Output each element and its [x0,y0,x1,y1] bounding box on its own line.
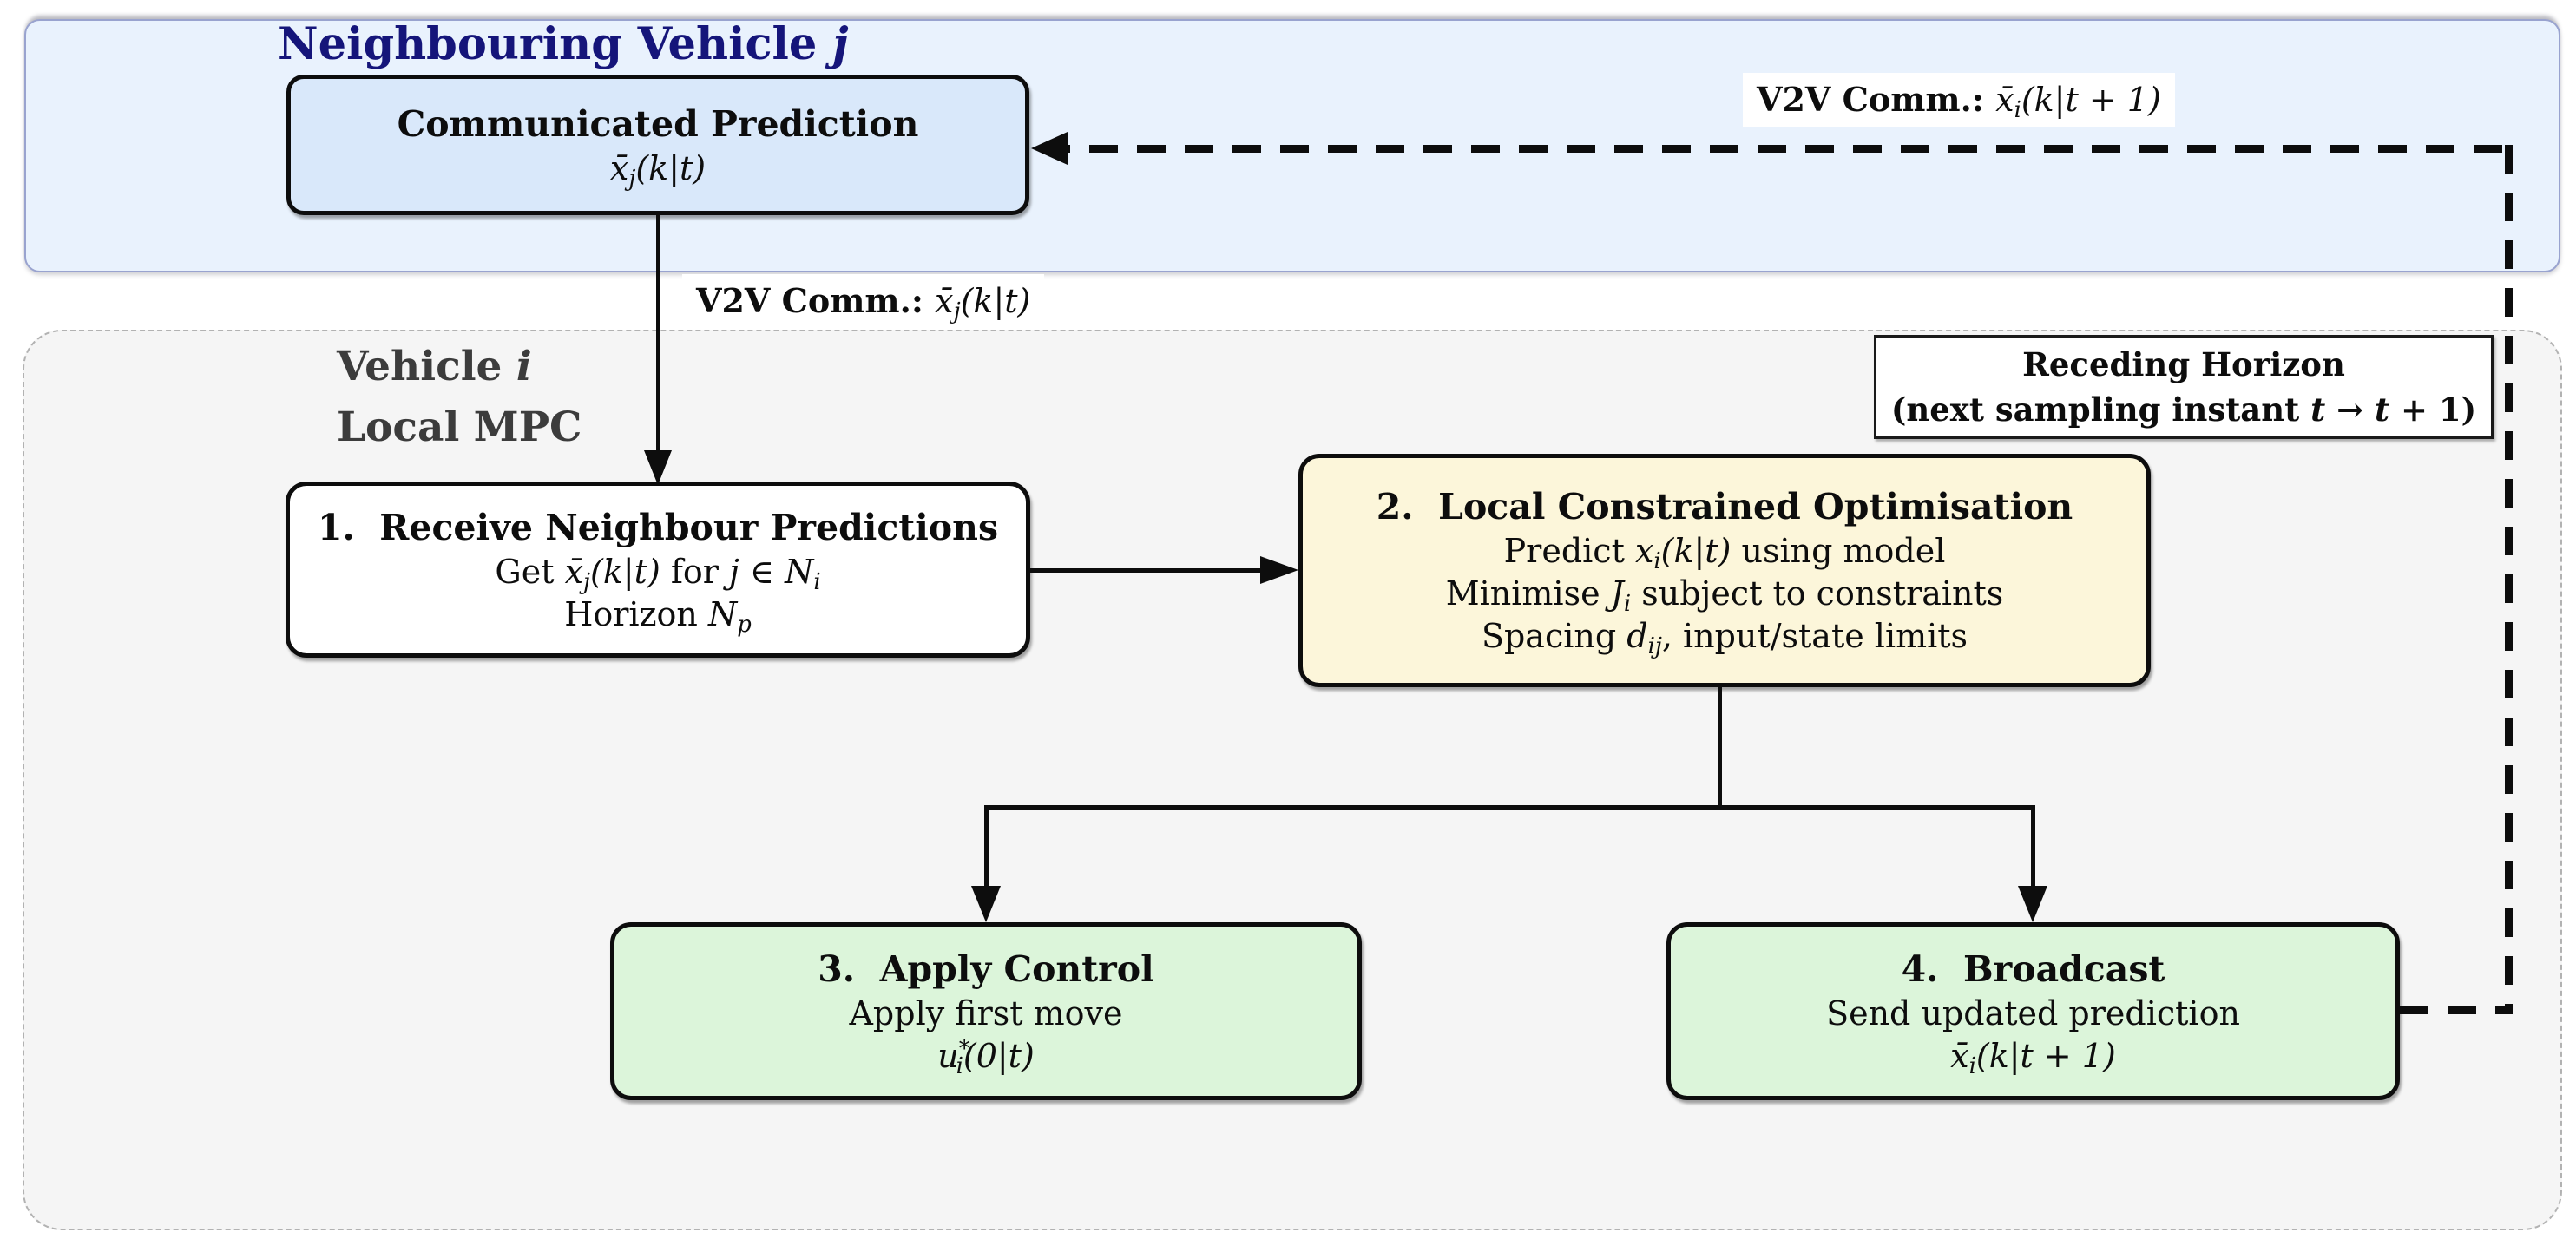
neighbour-region-title: Neighbouring Vehicle j [278,18,849,70]
connector-branch-horizontal [984,805,2035,810]
step3-line1: Apply first move [849,993,1123,1032]
step1-receive-predictions-box: 1. Receive Neighbour Predictions Get x̄j… [286,482,1030,658]
receding-horizon-note: Receding Horizon (next sampling instant … [1874,335,2494,439]
arrow-dashed-to-commpred-head [1031,132,1068,165]
receding-horizon-line1: Receding Horizon [2022,345,2345,383]
dashed-feedback-vertical-line [2505,145,2513,1014]
step2-local-optimisation-box: 2. Local Constrained Optimisation Predic… [1298,454,2151,687]
step4-broadcast-box: 4. Broadcast Send updated prediction x̄i… [1666,922,2400,1100]
step1-line1: Get x̄j(k|t) for j ∈ Ni [495,552,821,595]
arrow-branch-to-step4-line [2031,805,2035,888]
vehicle-region-title-line2: Local MPC [337,403,582,451]
step2-line3: Spacing dij, input/state limits [1481,617,1968,660]
dashed-step4-exit-line [2400,1006,2505,1014]
arrow-step1-to-step2-head [1260,556,1298,584]
arrow-step1-to-step2-line [1029,568,1260,573]
step2-line1: Predict xi(k|t) using model [1503,532,1946,575]
step2-title: 2. Local Constrained Optimisation [1376,486,2073,528]
step4-line1: Send updated prediction [1826,993,2240,1032]
step3-line2: u*i(0|t) [937,1035,1035,1079]
receding-horizon-line2: (next sampling instant t → t + 1) [1890,390,2477,429]
arrow-branch-to-step3-line [984,805,989,888]
v2v-comm-label-down: V2V Comm.: x̄j(k|t) [682,274,1045,328]
step3-title: 3. Apply Control [818,947,1154,990]
dashed-feedback-top-line [1042,145,2508,153]
communicated-prediction-title: Communicated Prediction [397,102,919,145]
arrow-branch-to-step3-head [971,886,1001,922]
communicated-prediction-formula: x̄j(k|t) [609,148,706,192]
step4-title: 4. Broadcast [1901,947,2165,990]
step2-line2: Minimise Ji subject to constraints [1445,574,2004,618]
arrow-commpred-to-step1-head [644,450,672,485]
step1-line2: Horizon Np [564,594,752,638]
vehicle-region-title: Vehicle i Local MPC [337,337,582,458]
communicated-prediction-box: Communicated Prediction x̄j(k|t) [286,75,1029,215]
step4-line2: x̄i(k|t + 1) [1950,1036,2116,1079]
arrow-commpred-to-step1-line [656,215,660,451]
step1-title: 1. Receive Neighbour Predictions [317,506,999,548]
step3-apply-control-box: 3. Apply Control Apply first move u*i(0|… [610,922,1362,1100]
vehicle-region-title-line1: Vehicle i [337,343,532,390]
v2v-comm-label-feedback: V2V Comm.: x̄i(k|t + 1) [1743,73,2175,127]
connector-step2-stem [1718,687,1722,809]
arrow-branch-to-step4-head [2018,886,2047,922]
